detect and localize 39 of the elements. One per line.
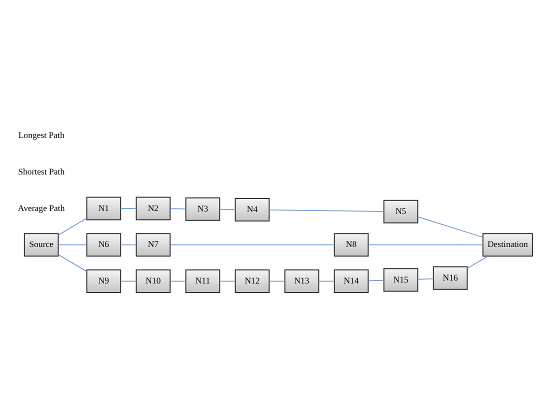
connector	[268, 280, 286, 282]
connector	[58, 244, 88, 245]
node-box: Source	[24, 232, 59, 256]
connector	[467, 255, 488, 268]
connector	[120, 280, 137, 282]
node-box: N11	[185, 268, 220, 292]
connector	[120, 244, 137, 245]
node-box: N7	[136, 232, 171, 256]
node-box: N1	[86, 196, 122, 220]
node-box: N4	[234, 197, 270, 222]
connector	[368, 279, 384, 281]
node-box: N13	[284, 268, 320, 292]
node-box: N5	[383, 199, 418, 223]
node-box: N12	[234, 268, 270, 292]
connector	[170, 244, 335, 245]
connector	[219, 208, 236, 210]
node-box: N6	[86, 232, 122, 256]
node-box: N16	[432, 266, 468, 290]
connector	[58, 254, 88, 272]
connector	[318, 280, 335, 282]
node-box: N10	[136, 268, 171, 292]
node-box: N14	[334, 268, 369, 292]
node-box: N2	[136, 196, 171, 220]
node-box: N15	[383, 268, 418, 292]
node-box: N8	[334, 232, 369, 256]
node-box: N3	[185, 196, 220, 220]
connector	[58, 217, 88, 236]
node-box: Destination	[482, 232, 533, 256]
node-box: N9	[86, 268, 122, 292]
connector	[268, 209, 384, 212]
connector	[170, 280, 186, 282]
connector	[219, 280, 236, 282]
connector	[170, 208, 186, 209]
connector	[418, 216, 484, 238]
label: Average Path	[18, 202, 65, 212]
connector	[417, 278, 434, 280]
label: Longest Path	[18, 130, 64, 140]
connector	[368, 244, 484, 245]
label: Shortest Path	[18, 166, 65, 176]
